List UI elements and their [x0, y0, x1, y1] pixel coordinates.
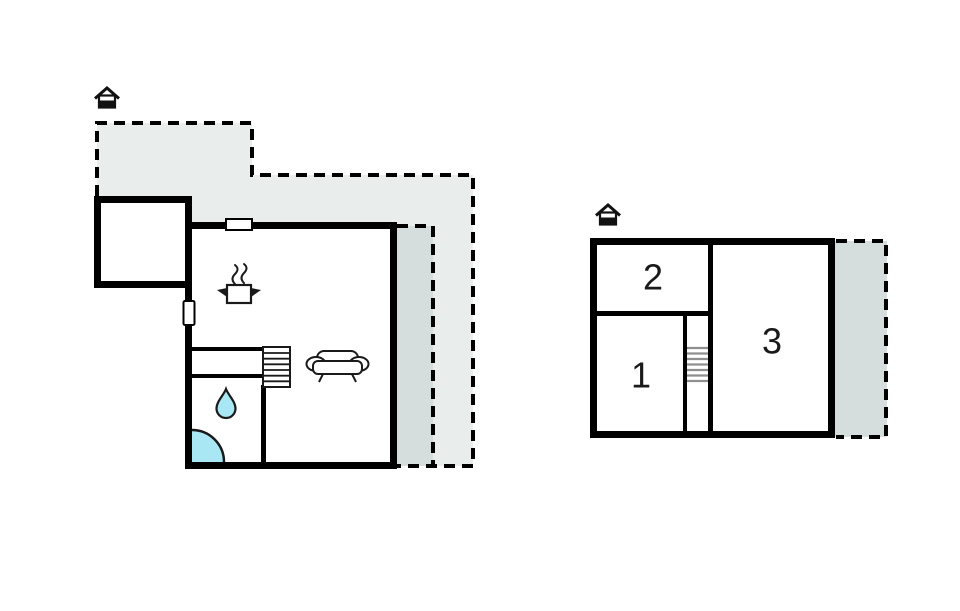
stairs-icon: [687, 346, 708, 383]
patio-strip: [397, 226, 433, 466]
main-room-walls: [185, 196, 397, 469]
terrace-dashed-outline: [95, 121, 475, 468]
balcony-dashed-outline: [836, 239, 888, 439]
sofa-icon: [305, 350, 370, 383]
stairs-icon: [262, 346, 291, 388]
terrace-area: [97, 123, 473, 466]
room-1-label: 1: [631, 355, 651, 396]
upper-interior-walls: [597, 245, 713, 431]
shower-icon: [191, 428, 226, 463]
balcony-strip: [835, 241, 887, 437]
patio-dashed-outline: [397, 224, 435, 466]
door-marker: [182, 300, 196, 326]
annex-room-walls: [94, 196, 192, 288]
upper-floor-plan: 1 2 3: [590, 203, 888, 439]
upper-outer-walls: [590, 238, 835, 438]
window-marker: [225, 218, 253, 231]
room-3-label: 3: [762, 321, 782, 362]
stove-icon: [217, 263, 261, 305]
house-icon: [594, 203, 622, 226]
water-drop-icon: [215, 385, 237, 420]
interior-walls: [192, 347, 266, 462]
house-icon: [93, 86, 121, 109]
ground-floor-plan: [93, 86, 475, 469]
room-2-label: 2: [643, 257, 663, 298]
